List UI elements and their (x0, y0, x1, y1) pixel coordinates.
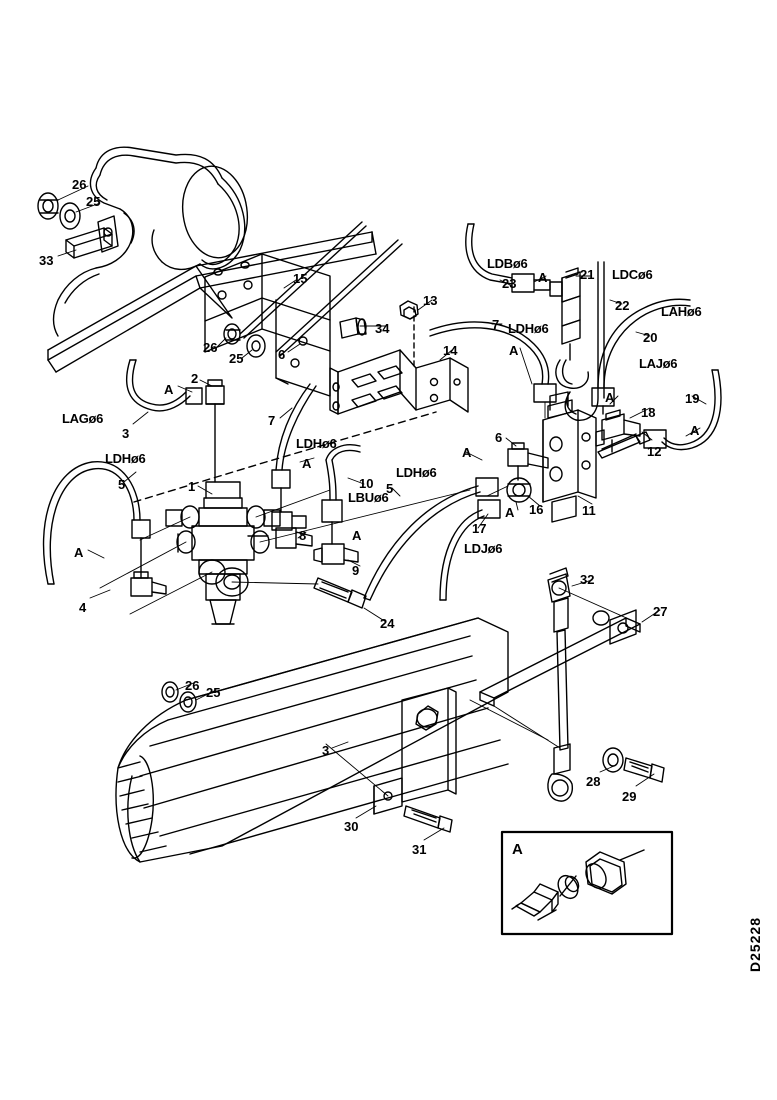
item-number-21: 21 (580, 267, 595, 282)
detail-callout-a-10: A (690, 423, 700, 438)
item-number-24: 24 (380, 616, 395, 631)
valve-block-11 (542, 391, 597, 523)
detail-callout-a-4: A (352, 528, 362, 543)
item-number-27: 27 (653, 604, 668, 619)
nut-13 (399, 300, 419, 320)
item-number-9: 9 (352, 563, 360, 578)
hardware-25-26-mid (223, 323, 266, 358)
hose-code-laj6: LAJø6 (639, 356, 678, 371)
detail-callout-a-2: A (74, 545, 84, 560)
leader-lines (57, 185, 707, 841)
item-number-5-mid: 5 (386, 481, 394, 496)
fitting-16 (506, 477, 532, 503)
rod-12 (597, 431, 651, 459)
bracket-15 (204, 253, 331, 397)
item-number-28: 28 (586, 774, 601, 789)
hose-code-ldb6: LDBø6 (487, 256, 528, 271)
item-number-33: 33 (39, 253, 54, 268)
item-number-4: 4 (79, 600, 87, 615)
item-number-34: 34 (375, 321, 390, 336)
drawing-geometry (37, 146, 722, 936)
item-number-3-lower: 3 (322, 743, 330, 758)
detail-box-label-a: A (512, 841, 523, 858)
item-number-13: 13 (423, 293, 438, 308)
item-number-25-mid: 25 (229, 351, 244, 366)
item-number-16: 16 (529, 502, 544, 517)
valve-21 (549, 267, 589, 389)
item-number-10: 10 (359, 476, 374, 491)
fender-outline (52, 146, 249, 337)
item-number-14: 14 (443, 343, 458, 358)
item-number-23: 23 (502, 276, 517, 291)
item-number-12: 12 (647, 444, 662, 459)
item-number-1: 1 (188, 479, 196, 494)
item-number-17: 17 (472, 521, 487, 536)
item-number-3: 3 (122, 426, 130, 441)
hose-code-ldc6: LDCø6 (612, 267, 653, 282)
detail-callout-a-6: A (505, 505, 515, 520)
item-number-2: 2 (191, 371, 199, 386)
detail-callout-a-7: A (538, 270, 548, 285)
item-number-6-right: 6 (495, 430, 503, 445)
item-number-31: 31 (412, 842, 427, 857)
item-number-19: 19 (685, 391, 700, 406)
detail-callout-a-9: A (605, 390, 615, 405)
item-number-7-right: 7 (492, 317, 500, 332)
hose-17-ldj6 (439, 499, 501, 601)
item-number-32: 32 (580, 572, 595, 587)
hose-22-ldc6 (564, 261, 605, 421)
item-number-26-lower: 26 (185, 678, 200, 693)
item-number-22: 22 (615, 298, 630, 313)
item-number-8: 8 (299, 528, 307, 543)
lower-axle-beam (115, 617, 509, 863)
item-number-7-left: 7 (268, 413, 276, 428)
bracket-33 (65, 215, 119, 259)
item-number-26-mid: 26 (203, 340, 218, 355)
bolt-31 (403, 805, 453, 833)
hardware-25-26-topleft (37, 192, 81, 230)
hose-code-ldh6-center: LDHø6 (296, 436, 337, 451)
hose-3-lag6 (126, 359, 203, 412)
hose-code-lah6: LAHø6 (661, 304, 702, 319)
detail-callout-a-1: A (164, 382, 174, 397)
detail-callout-a-5: A (462, 445, 472, 460)
construction-line-diagonal (133, 411, 437, 503)
hose-code-lag6: LAGø6 (62, 411, 104, 426)
item-number-18: 18 (641, 405, 656, 420)
item-number-11: 11 (582, 503, 596, 518)
item-number-26-topleft: 26 (72, 177, 87, 192)
fitting-4 (130, 571, 167, 597)
item-number-29: 29 (622, 789, 637, 804)
hose-19-laj6 (643, 369, 722, 451)
fitting-6-right (507, 442, 549, 481)
hose-7-right-ldh6 (429, 321, 557, 403)
bolt-24 (313, 577, 367, 609)
item-number-30: 30 (344, 819, 359, 834)
item-number-6-left: 6 (278, 347, 286, 362)
detail-a-fitting (511, 849, 645, 921)
item-number-15: 15 (293, 271, 308, 286)
detail-box-a (500, 830, 674, 936)
hose-code-ldh6-upper: LDHø6 (508, 321, 549, 336)
item-number-25-topleft: 25 (86, 194, 101, 209)
item-number-25-lower: 25 (206, 685, 221, 700)
item-number-5-left: 5 (118, 477, 126, 492)
hose-code-ldj6: LDJø6 (464, 541, 503, 556)
hardware-25-26-lower (161, 681, 197, 713)
detail-callout-a-8: A (509, 343, 519, 358)
plate-bracket-30 (373, 687, 457, 815)
hose-code-ldh6-mid: LDHø6 (396, 465, 437, 480)
hose-code-lbu6: LBUø6 (348, 490, 389, 505)
item-number-20: 20 (643, 330, 658, 345)
hose-code-ldh6-left: LDHø6 (105, 451, 146, 466)
rail-top-surface (195, 231, 377, 319)
bolt-34 (339, 317, 367, 339)
drawing-reference-code: D25228 (747, 916, 763, 972)
bracket-14 (329, 349, 469, 415)
detail-callout-a-3: A (302, 456, 312, 471)
link-rod-assembly (547, 567, 573, 802)
